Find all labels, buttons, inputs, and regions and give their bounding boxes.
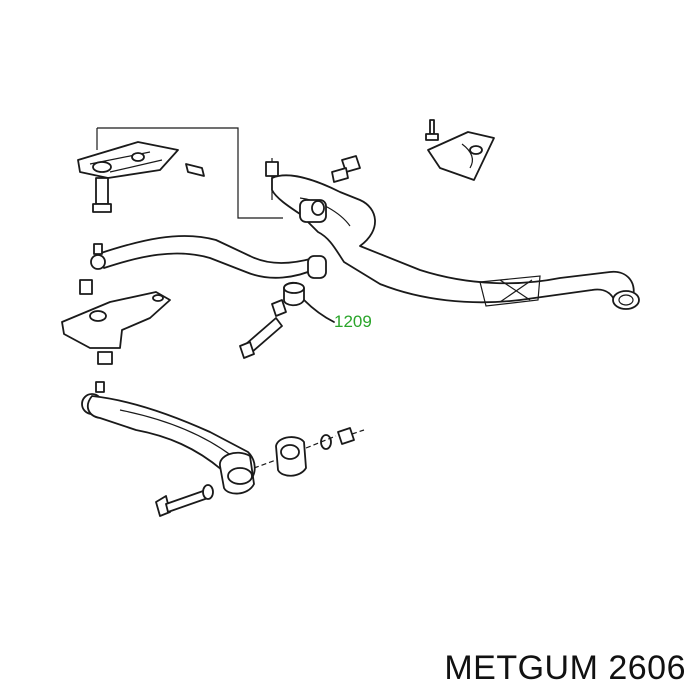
bushing-1209 [239,255,335,359]
mounting-bracket-right [425,119,495,181]
stabilizer-link [90,235,319,279]
brand-part-number: METGUM 2606 [444,649,686,687]
lower-control-arm [81,381,256,495]
mounting-bracket-left [77,141,205,213]
lower-hardware [155,427,365,517]
lower-bracket-plate [61,279,171,365]
subframe-tube [271,174,640,310]
part-callout-label: 1209 [334,312,372,331]
